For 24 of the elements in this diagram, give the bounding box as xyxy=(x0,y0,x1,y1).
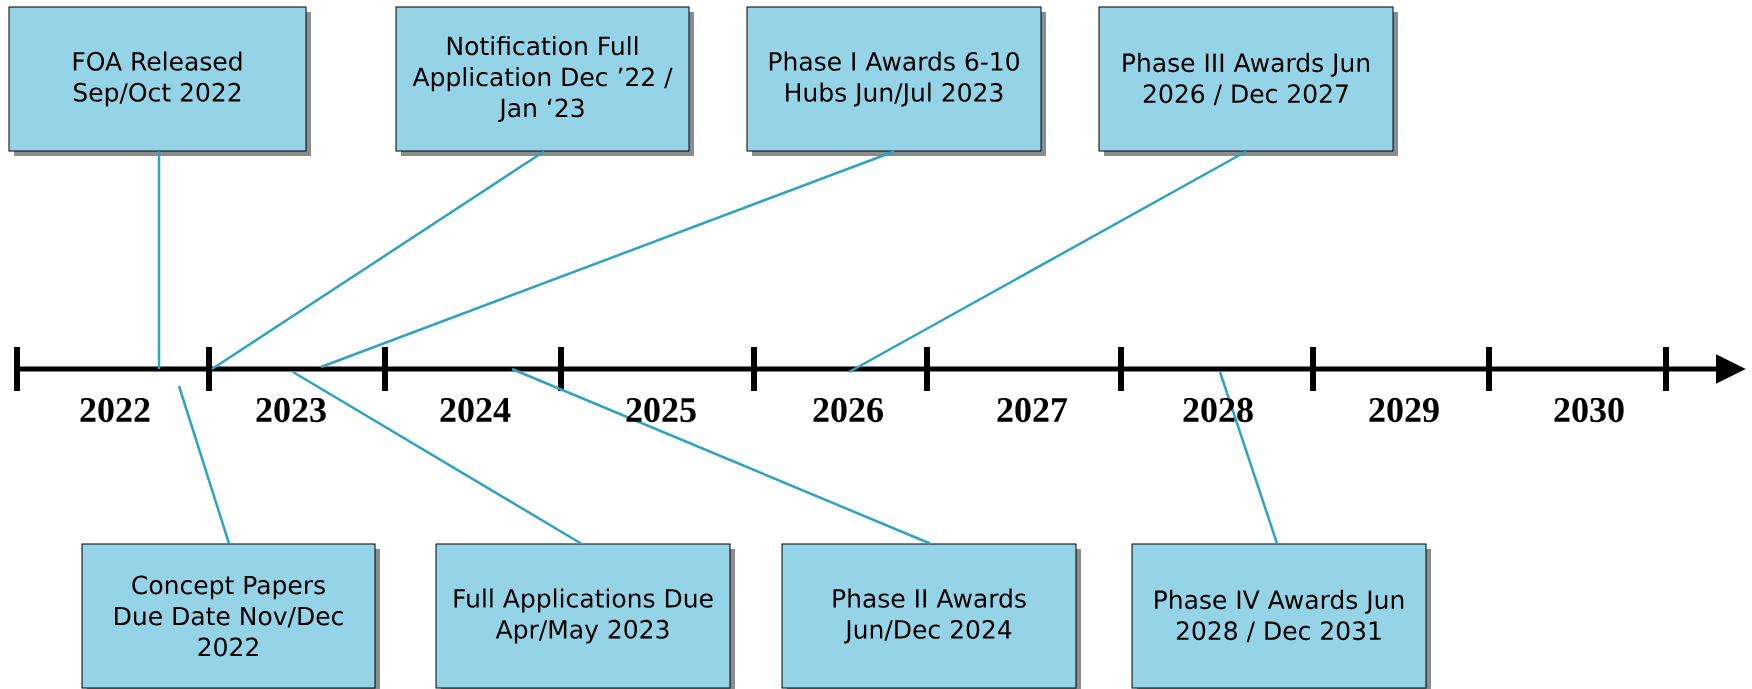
leader-line xyxy=(848,150,1247,374)
milestone-box: Phase II Awards Jun/Dec 2024 xyxy=(781,543,1081,689)
milestone-box: Phase I Awards 6-10 Hubs Jun/Jul 2023 xyxy=(746,6,1046,156)
leader-line xyxy=(211,150,545,371)
leader-line xyxy=(292,370,582,545)
leader-line xyxy=(177,385,231,544)
milestone-box: Phase IV Awards Jun 2028 / Dec 2031 xyxy=(1131,543,1431,689)
milestone-box: Concept Papers Due Date Nov/Dec 2022 xyxy=(81,543,380,689)
milestone-box: Notification Full Application Dec ’22 / Jan ‘23 xyxy=(395,6,694,156)
year-label: 2022 xyxy=(80,397,150,423)
milestone-box: Full Applications Due Apr/May 2023 xyxy=(435,543,735,689)
year-label: 2029 xyxy=(1369,397,1439,423)
year-label: 2025 xyxy=(626,397,696,423)
leader-line xyxy=(511,367,931,545)
milestone-box: Phase III Awards Jun 2026 / Dec 2027 xyxy=(1098,6,1398,156)
year-label: 2027 xyxy=(997,397,1068,423)
year-label: 2023 xyxy=(256,397,326,423)
milestone-box: FOA Released Sep/Oct 2022 xyxy=(8,6,311,156)
year-label: 2026 xyxy=(813,397,883,423)
leader-line xyxy=(157,151,161,369)
leader-line xyxy=(1218,371,1279,544)
leader-line xyxy=(320,150,895,369)
year-label: 2030 xyxy=(1554,397,1624,423)
year-label: 2024 xyxy=(440,397,511,423)
